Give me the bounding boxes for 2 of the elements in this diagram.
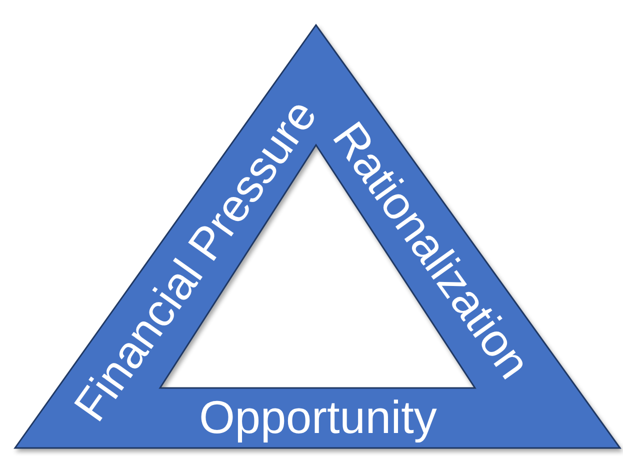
band-label: Opportunity bbox=[199, 394, 437, 440]
triangle-band bbox=[15, 25, 620, 449]
